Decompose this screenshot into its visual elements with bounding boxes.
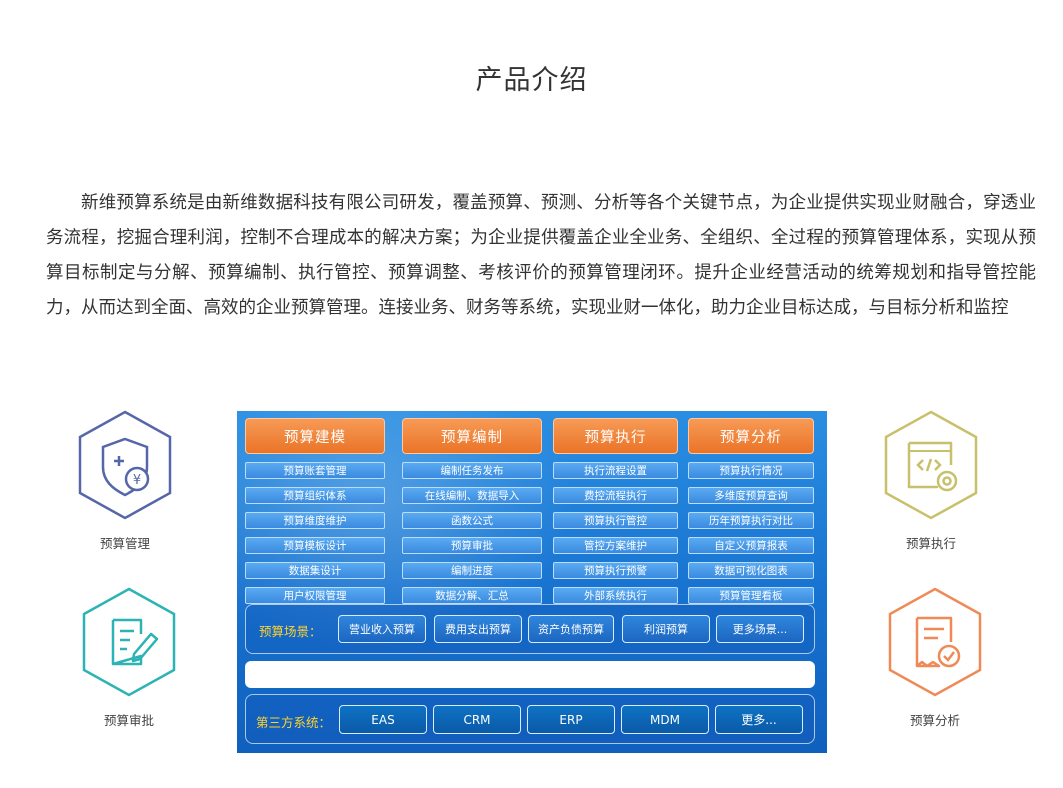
module-item[interactable]: 数据集设计 xyxy=(245,562,385,579)
module-item[interactable]: 预算执行预警 xyxy=(553,562,678,579)
side-label-analysis: 预算分析 xyxy=(909,713,960,728)
side-item-manage: ¥ 预算管理 xyxy=(70,409,180,552)
column-analysis: 预算分析 预算执行情况 多维度预算查询 历年预算执行对比 自定义预算报表 数据可… xyxy=(688,418,814,604)
module-item[interactable]: 在线编制、数据导入 xyxy=(402,487,542,504)
module-item[interactable]: 预算模板设计 xyxy=(245,537,385,554)
page-title: 产品介绍 xyxy=(475,65,588,96)
third-party-button[interactable]: ERP xyxy=(527,705,615,734)
intro-paragraph: 新维预算系统是由新维数据科技有限公司研发，覆盖预算、预测、分析等各个关键节点，为… xyxy=(46,193,1036,318)
module-item[interactable]: 预算维度维护 xyxy=(245,512,385,529)
module-item[interactable]: 数据可视化图表 xyxy=(688,562,814,579)
code-gear-icon xyxy=(884,410,978,520)
module-item[interactable]: 历年预算执行对比 xyxy=(688,512,814,529)
column-header[interactable]: 预算建模 xyxy=(245,418,385,454)
architecture-diagram: 预算建模 预算账套管理 预算组织体系 预算维度维护 预算模板设计 数据集设计 用… xyxy=(237,411,827,753)
scene-label: 预算场景： xyxy=(259,624,322,639)
third-party-button[interactable]: MDM xyxy=(621,705,709,734)
side-item-analysis: 预算分析 xyxy=(880,586,990,729)
column-execution: 预算执行 执行流程设置 费控流程执行 预算执行管控 管控方案维护 预算执行预警 … xyxy=(553,418,678,604)
side-label-review: 预算审批 xyxy=(103,713,154,728)
module-item[interactable]: 预算审批 xyxy=(402,537,542,554)
module-item[interactable]: 编制任务发布 xyxy=(402,462,542,479)
scene-button[interactable]: 费用支出预算 xyxy=(434,615,522,643)
column-header[interactable]: 预算分析 xyxy=(688,418,814,454)
module-item[interactable]: 费控流程执行 xyxy=(553,487,678,504)
module-item[interactable]: 预算执行情况 xyxy=(688,462,814,479)
module-item[interactable]: 预算账套管理 xyxy=(245,462,385,479)
side-item-review: 预算审批 xyxy=(74,586,184,729)
third-party-label: 第三方系统： xyxy=(256,715,332,730)
module-item[interactable]: 预算组织体系 xyxy=(245,487,385,504)
column-header[interactable]: 预算执行 xyxy=(553,418,678,454)
column-modeling: 预算建模 预算账套管理 预算组织体系 预算维度维护 预算模板设计 数据集设计 用… xyxy=(245,418,385,604)
receipt-check-icon xyxy=(888,587,982,697)
module-item[interactable]: 自定义预算报表 xyxy=(688,537,814,554)
module-item[interactable]: 执行流程设置 xyxy=(553,462,678,479)
module-item[interactable]: 编制进度 xyxy=(402,562,542,579)
shield-yen-icon: ¥ xyxy=(78,410,172,520)
document-pen-icon xyxy=(82,587,176,697)
third-party-button[interactable]: EAS xyxy=(339,705,427,734)
side-item-execute: 预算执行 xyxy=(876,409,986,552)
module-item[interactable]: 外部系统执行 xyxy=(553,587,678,604)
column-compilation: 预算编制 编制任务发布 在线编制、数据导入 函数公式 预算审批 编制进度 数据分… xyxy=(402,418,542,604)
module-item[interactable]: 多维度预算查询 xyxy=(688,487,814,504)
scene-button[interactable]: 营业收入预算 xyxy=(338,615,426,643)
module-item[interactable]: 管控方案维护 xyxy=(553,537,678,554)
third-party-bar: 第三方系统： EAS CRM ERP MDM 更多... xyxy=(245,694,815,744)
scene-button[interactable]: 利润预算 xyxy=(622,615,710,643)
side-label-execute: 预算执行 xyxy=(905,536,956,551)
module-item[interactable]: 预算执行管控 xyxy=(553,512,678,529)
svg-text:¥: ¥ xyxy=(133,473,141,488)
module-item[interactable]: 函数公式 xyxy=(402,512,542,529)
blank-bar xyxy=(245,661,815,688)
budget-scene-bar: 预算场景： 营业收入预算 费用支出预算 资产负债预算 利润预算 更多场景... xyxy=(245,604,815,654)
more-scenes-button[interactable]: 更多场景... xyxy=(716,615,804,643)
more-systems-button[interactable]: 更多... xyxy=(715,705,803,734)
side-label-manage: 预算管理 xyxy=(99,536,150,551)
module-item[interactable]: 用户权限管理 xyxy=(245,587,385,604)
module-item[interactable]: 数据分解、汇总 xyxy=(402,587,542,604)
column-header[interactable]: 预算编制 xyxy=(402,418,542,454)
module-item[interactable]: 预算管理看板 xyxy=(688,587,814,604)
third-party-button[interactable]: CRM xyxy=(433,705,521,734)
scene-button[interactable]: 资产负债预算 xyxy=(528,615,614,643)
